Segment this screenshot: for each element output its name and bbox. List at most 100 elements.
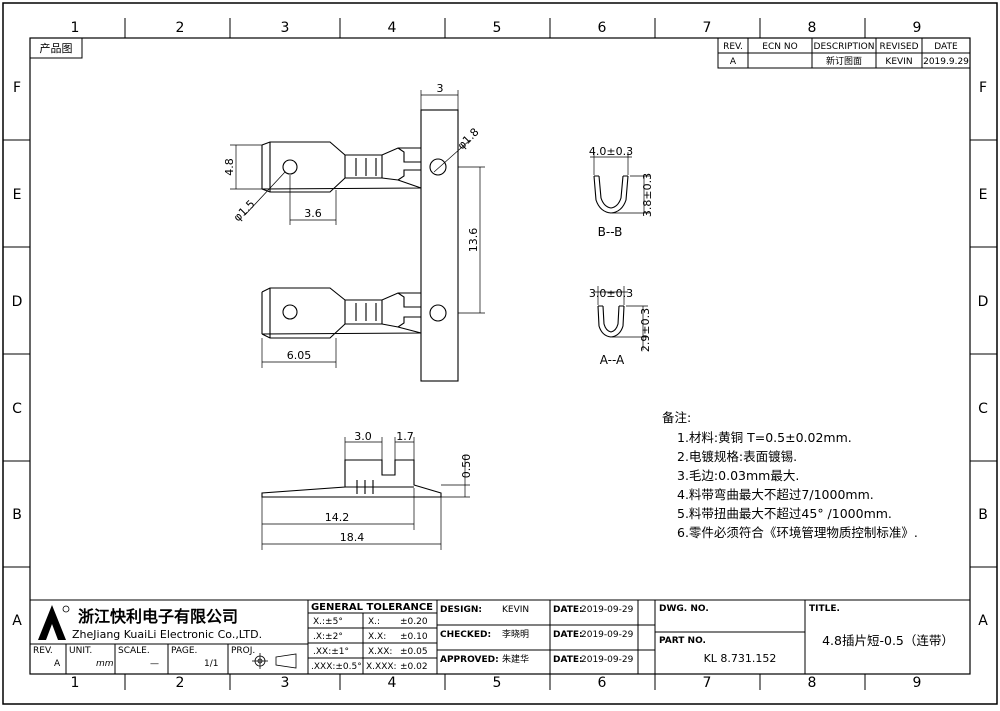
note-item: 4.料带弯曲最大不超过7/1000mm. (677, 487, 874, 502)
revised-header: REVISED (879, 42, 918, 52)
zone-col-label: 4 (388, 675, 397, 691)
design-value: KEVIN (502, 605, 529, 615)
date-header: DATE (934, 42, 958, 52)
zone-col-label: 1 (71, 20, 80, 36)
note-item: 3.毛边:0.03mm最大. (677, 468, 799, 483)
dim-section-bb-height: 3.8±0.3 (641, 173, 654, 217)
revised-value: KEVIN (885, 57, 912, 67)
zone-row-label: A (978, 613, 988, 629)
drawing-title: 4.8插片短-0.5（连带） (822, 633, 954, 648)
terminal-hole (282, 159, 298, 175)
side-view (261, 459, 442, 498)
section-aa-dims (594, 286, 648, 350)
date-value: 2019-09-29 (581, 605, 634, 615)
product-label-box (29, 37, 83, 59)
approved-value: 朱建华 (502, 653, 529, 665)
product-label: 产品图 (40, 41, 73, 55)
zone-row-label: D (978, 294, 989, 310)
title-block-lines (30, 599, 970, 674)
front-view-dims (230, 90, 485, 368)
zone-col-label: 8 (808, 675, 817, 691)
pilot-hole (429, 158, 447, 176)
description-value: 新订图面 (826, 55, 862, 67)
dim-pitch: 13.6 (467, 228, 480, 253)
checked-value: 李晓明 (502, 628, 529, 640)
dim-top-width: 3 (437, 82, 444, 95)
tolerance-linear-label: X.X: (368, 632, 386, 642)
rev-label: REV. (33, 646, 53, 656)
zone-row-label: F (979, 80, 987, 96)
zone-row-label: E (13, 187, 22, 203)
inner-frame (29, 37, 971, 675)
zone-col-label: 5 (493, 675, 502, 691)
dim-hole-dia-right: φ1.8 (455, 125, 482, 152)
scale-value: — (150, 659, 159, 669)
zone-col-label: 9 (913, 675, 922, 691)
tolerance-angle: .XXX:±0.5° (311, 662, 362, 672)
dim-side-14-2: 14.2 (325, 511, 350, 524)
pilot-hole (429, 304, 447, 322)
company-name-cn: 浙江快利电子有限公司 (78, 607, 238, 626)
unit-label: UNIT. (69, 646, 92, 656)
zone-col-label: 3 (281, 675, 290, 691)
date-label: DATE: (553, 655, 583, 665)
zone-col-label: 7 (703, 675, 712, 691)
date-value: 2019-09-29 (581, 630, 634, 640)
part-no-label: PART NO. (659, 636, 706, 646)
zone-col-label: 5 (493, 20, 502, 36)
carrier-strip (420, 109, 459, 382)
zone-col-label: 6 (598, 675, 607, 691)
tolerance-linear-value: ±0.02 (400, 662, 428, 672)
zone-row-label: F (13, 80, 21, 96)
note-item: 1.材料:黄铜 T=0.5±0.02mm. (677, 430, 852, 445)
company-name-en: ZheJiang KuaiLi Electronic Co.,LTD. (72, 628, 262, 641)
zone-row-label: B (978, 507, 988, 523)
title-label: TITLE. (809, 604, 840, 614)
dim-hole-dia-left: φ1.5 (231, 197, 258, 224)
tolerance-angle: .XX:±1° (313, 647, 349, 657)
company-logo-icon (38, 605, 70, 640)
upper-terminal (261, 141, 422, 193)
zone-row-label: B (12, 507, 22, 523)
zone-ticks (3, 18, 997, 690)
zone-col-label: 4 (388, 20, 397, 36)
tolerance-linear-label: X.: (368, 617, 380, 627)
zone-row-label: C (978, 401, 988, 417)
page-value: 1/1 (204, 659, 218, 669)
checked-label: CHECKED: (440, 630, 491, 640)
dim-section-aa-width: 3.0±0.3 (589, 287, 633, 300)
tolerance-title: GENERAL TOLERANCE (311, 602, 433, 613)
revision-table (717, 37, 971, 69)
date-label: DATE: (553, 630, 583, 640)
date-value: 2019.9.29 (923, 57, 969, 67)
tolerance-angle: .X:±2° (313, 632, 343, 642)
page-label: PAGE. (171, 646, 197, 656)
dim-side-1-7: 1.7 (396, 430, 414, 443)
design-label: DESIGN: (440, 605, 482, 615)
front-view (261, 109, 459, 382)
ecn-header: ECN NO (762, 42, 797, 52)
proj-label: PROJ. (231, 646, 255, 656)
date-label: DATE: (553, 605, 583, 615)
zone-col-label: 7 (703, 20, 712, 36)
date-value: 2019-09-29 (581, 655, 634, 665)
section-bb (593, 175, 629, 214)
tolerance-linear-value: ±0.05 (400, 647, 428, 657)
dim-side-18-4: 18.4 (340, 531, 365, 544)
part-no-value: KL 8.731.152 (704, 652, 777, 665)
rev-header: REV. (723, 42, 743, 52)
section-bb-label: B--B (598, 225, 623, 239)
note-item: 5.料带扭曲最大不超过45° /1000mm. (677, 506, 892, 521)
unit-value: mm (96, 659, 114, 669)
zone-col-label: 8 (808, 20, 817, 36)
dim-side-3-0: 3.0 (354, 430, 372, 443)
dim-section-aa-height: 2.9±0.3 (639, 308, 652, 352)
zone-col-label: 6 (598, 20, 607, 36)
dim-section-bb-width: 4.0±0.3 (589, 145, 633, 158)
side-view-dims (261, 437, 470, 550)
projection-symbol-icon (252, 653, 297, 669)
dwg-no-label: DWG. NO. (659, 604, 709, 614)
